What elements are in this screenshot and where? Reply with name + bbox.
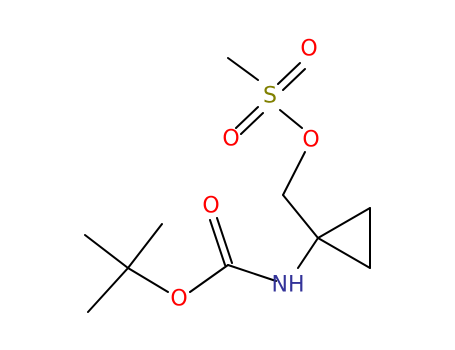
ester-oxygen-mesylate-atom: O — [302, 128, 319, 153]
bond-carbonyl-a — [209, 219, 226, 266]
bond-sulfur-oxygen-bottom-b — [240, 112, 264, 135]
bond-sulfur-oxygen-bottom-a — [235, 106, 259, 129]
bond-oxygen-tert-carbon — [127, 267, 169, 293]
bond-tert-methyl-1 — [84, 234, 129, 269]
bond-sulfur-oxygen-top-a — [277, 62, 301, 85]
bond-nitrogen-carbonyl — [227, 264, 277, 282]
ester-oxygen-carbamate-atom: O — [170, 287, 187, 312]
bond-sulfur-oxygen-top-b — [282, 68, 306, 91]
carbonyl-oxygen-atom: O — [202, 194, 219, 219]
sulfur-atom: S — [263, 84, 277, 109]
bond-methylene-ring — [282, 194, 319, 239]
bond-tert-methyl-3 — [87, 267, 129, 313]
bond-methyl-sulfur — [227, 57, 259, 81]
bond-carbonyl-ester-oxygen — [189, 264, 229, 293]
bond-ring-1 — [317, 207, 371, 239]
bond-carbonyl-b — [216, 217, 233, 264]
bond-ring-3 — [317, 237, 371, 269]
bond-sulfur-oxygen-ester — [279, 109, 303, 129]
sulfonyl-oxygen-bottom-atom: O — [222, 127, 239, 152]
bond-ring-nitrogen — [297, 237, 319, 269]
atom-labels: S O O O O O NH — [170, 37, 319, 312]
bond-oxygen-methylene — [282, 151, 306, 196]
nitrogen-atom: NH — [272, 273, 305, 298]
sulfonyl-oxygen-top-atom: O — [300, 37, 317, 62]
bonds — [84, 57, 371, 313]
bond-tert-methyl-2 — [127, 223, 163, 269]
